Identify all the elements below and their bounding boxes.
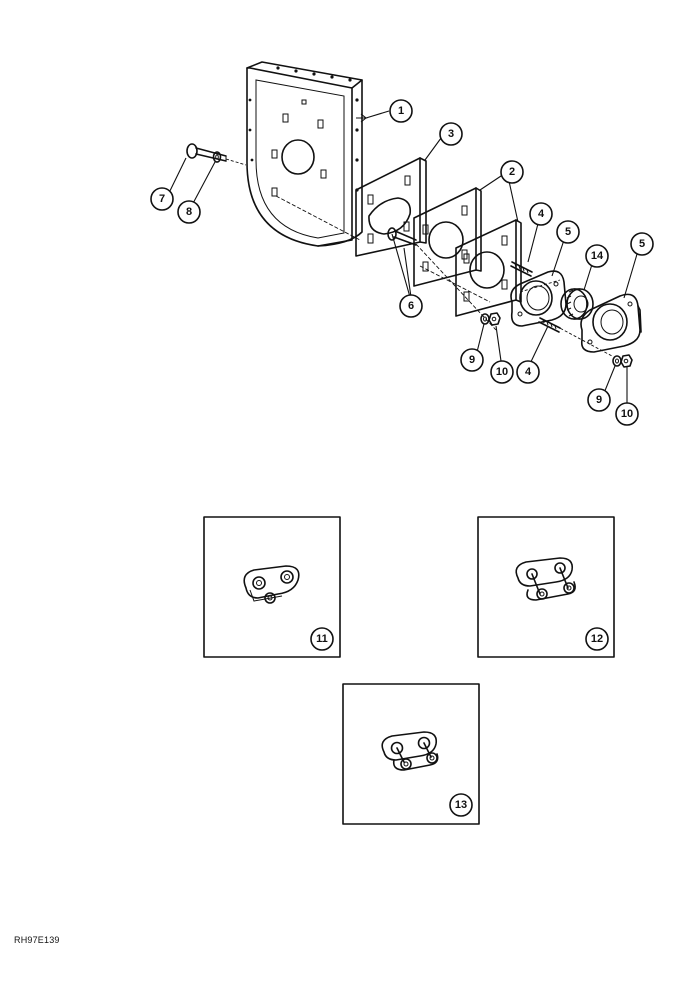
callout-12: 12 (585, 627, 609, 651)
svg-text:13: 13 (455, 799, 467, 811)
callout-9-right: 9 (587, 388, 611, 412)
part-plate-3 (275, 157, 427, 257)
chain-link-13-drawing (381, 731, 439, 771)
svg-text:4: 4 (538, 208, 545, 220)
svg-text:14: 14 (591, 250, 604, 262)
callout-3: 3 (439, 122, 463, 146)
svg-text:6: 6 (408, 300, 414, 312)
part-plate-2b (455, 219, 522, 317)
svg-text:7: 7 (159, 193, 165, 205)
svg-text:10: 10 (496, 366, 508, 378)
leader-lines (165, 110, 641, 410)
callout-2: 2 (500, 160, 524, 184)
part-flange-5b (580, 293, 642, 353)
part-washer-9a (480, 313, 490, 325)
callout-10-left: 10 (490, 360, 514, 384)
svg-text:5: 5 (565, 226, 571, 238)
part-plate-2a (413, 187, 482, 287)
part-stud-4-upper (510, 261, 533, 277)
svg-text:5: 5 (639, 238, 645, 250)
chain-link-12-drawing (515, 557, 576, 601)
svg-text:3: 3 (448, 128, 454, 140)
svg-text:9: 9 (596, 394, 602, 406)
chain-link-11-drawing (243, 565, 300, 604)
callout-14: 14 (585, 244, 609, 268)
part-housing-shield (246, 61, 363, 247)
part-bearing-14 (560, 288, 594, 320)
callout-6: 6 (399, 294, 423, 318)
callout-11: 11 (310, 627, 334, 651)
svg-text:8: 8 (186, 206, 192, 218)
svg-text:12: 12 (591, 633, 603, 645)
svg-text:10: 10 (621, 408, 633, 420)
svg-text:4: 4 (525, 366, 532, 378)
part-nut-10a (488, 312, 501, 326)
callout-9-left: 9 (460, 348, 484, 372)
part-flange-5a (510, 270, 567, 327)
part-washer-8 (212, 151, 222, 163)
callout-13: 13 (449, 793, 473, 817)
inset-box-roller-link: 13 (342, 683, 480, 825)
callout-4-lower: 4 (516, 360, 540, 384)
part-washer-9b (612, 355, 622, 367)
callout-4-upper: 4 (529, 202, 553, 226)
part-carriage-bolt-7 (186, 143, 227, 162)
callout-5-right: 5 (630, 232, 654, 256)
svg-text:2: 2 (509, 166, 515, 178)
figure-reference-code: RH97E139 (14, 935, 60, 945)
part-nut-10b (620, 354, 633, 368)
callout-1: 1 (389, 99, 413, 123)
callout-5-left: 5 (556, 220, 580, 244)
callout-8: 8 (177, 200, 201, 224)
callout-7: 7 (150, 187, 174, 211)
callout-10-right: 10 (615, 402, 639, 426)
part-bolt-6 (387, 227, 417, 246)
inset-box-offset-link: 11 (203, 516, 341, 658)
inset-box-connecting-link: 12 (477, 516, 615, 658)
svg-text:9: 9 (469, 354, 475, 366)
svg-text:1: 1 (398, 105, 404, 117)
svg-text:11: 11 (316, 633, 328, 645)
